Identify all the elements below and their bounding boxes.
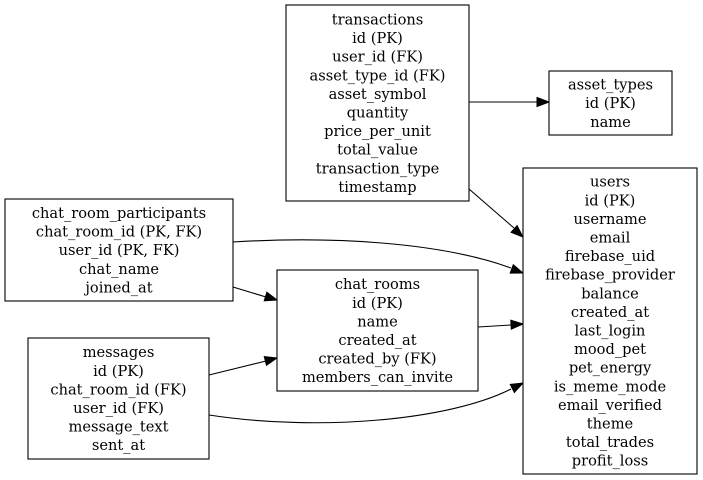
- entity-field: joined_at: [83, 279, 152, 296]
- entity-field: name: [357, 313, 398, 330]
- entity-field: is_meme_mode: [554, 378, 666, 395]
- entity-box: [276, 269, 479, 392]
- entity-box: [548, 70, 673, 136]
- entity-field: user_id (FK): [73, 400, 164, 417]
- entity-field: quantity: [347, 105, 409, 122]
- arrowhead: [509, 382, 525, 394]
- entity-field: total_trades: [566, 434, 654, 451]
- entity-field: firebase_provider: [545, 267, 675, 284]
- entity-field: user_id (PK, FK): [59, 242, 180, 259]
- entity-field: pet_energy: [569, 360, 652, 377]
- entity-title: chat_rooms: [335, 276, 420, 293]
- edge-line: [208, 388, 512, 424]
- entity-field: created_at: [338, 332, 416, 349]
- edge-line: [208, 360, 267, 376]
- entity-field: chat_name: [79, 261, 159, 278]
- relation-edges: [208, 96, 551, 424]
- entity-title: chat_room_participants: [32, 205, 206, 222]
- arrowhead: [263, 355, 279, 367]
- entity-field: asset_type_id (FK): [310, 67, 446, 84]
- entity-field: id (PK): [352, 30, 403, 47]
- edge-line: [468, 188, 515, 229]
- entity-field: user_id (FK): [332, 49, 423, 66]
- arrowhead: [510, 224, 525, 238]
- entity-field: timestamp: [338, 179, 416, 196]
- entity-field: chat_room_id (FK): [50, 381, 186, 398]
- entity-field: id (PK): [585, 192, 636, 209]
- entity-field: created_at: [571, 304, 649, 321]
- edge-messages-to-chat-rooms: [208, 355, 279, 376]
- entity-box: [27, 337, 210, 460]
- arrowhead: [536, 96, 551, 108]
- edge-transactions-to-asset-types: [469, 96, 551, 108]
- edge-line: [232, 286, 267, 298]
- entity-box: [285, 4, 470, 202]
- entity-field: firebase_uid: [565, 248, 655, 265]
- entity-field: mood_pet: [574, 341, 646, 358]
- entity-title: users: [590, 174, 630, 191]
- arrowhead: [510, 319, 525, 330]
- entity-title: messages: [83, 344, 155, 361]
- entity-title: asset_types: [568, 77, 653, 94]
- edge-chat-room-participants-to-users: [232, 239, 525, 274]
- arrowhead: [263, 291, 279, 302]
- entity-field: id (PK): [93, 363, 144, 380]
- entity-field: sent_at: [92, 437, 145, 454]
- entity-field: transaction_type: [316, 160, 439, 177]
- entity-field: email: [590, 230, 631, 247]
- entity-field: id (PK): [585, 95, 636, 112]
- entity-field: message_text: [68, 419, 168, 436]
- edge-chat-room-participants-to-chat-rooms: [232, 286, 279, 302]
- edge-line: [232, 239, 512, 269]
- entity-field: id (PK): [352, 295, 403, 312]
- entity-field: balance: [581, 285, 639, 302]
- entity-field: asset_symbol: [329, 86, 427, 103]
- entity-field: theme: [587, 416, 633, 433]
- entity-box: [4, 198, 234, 302]
- edge-messages-to-users: [208, 382, 525, 424]
- entity-field: chat_room_id (PK, FK): [36, 224, 202, 241]
- entity-box: [522, 167, 698, 475]
- entity-field: total_value: [337, 142, 418, 159]
- entity-field: members_can_invite: [302, 369, 453, 386]
- entity-field: created_by (FK): [318, 351, 436, 368]
- arrowhead: [509, 263, 525, 274]
- entity-title: transactions: [332, 12, 424, 29]
- entity-field: username: [573, 211, 646, 228]
- edge-chat-rooms-to-users: [477, 319, 525, 330]
- edge-transactions-to-users: [468, 188, 525, 238]
- entity-field: price_per_unit: [324, 123, 431, 140]
- entity-field: profit_loss: [572, 453, 648, 470]
- entity-field: name: [590, 114, 631, 131]
- entity-field: email_verified: [558, 397, 662, 414]
- edge-line: [477, 324, 512, 328]
- entity-messages: messages id (PK)chat_room_id (FK) user_id …: [27, 337, 210, 460]
- entity-field: last_login: [575, 323, 646, 340]
- entity-chat-room-participants: chat_room_participants chat_room_id (PK, …: [4, 198, 234, 302]
